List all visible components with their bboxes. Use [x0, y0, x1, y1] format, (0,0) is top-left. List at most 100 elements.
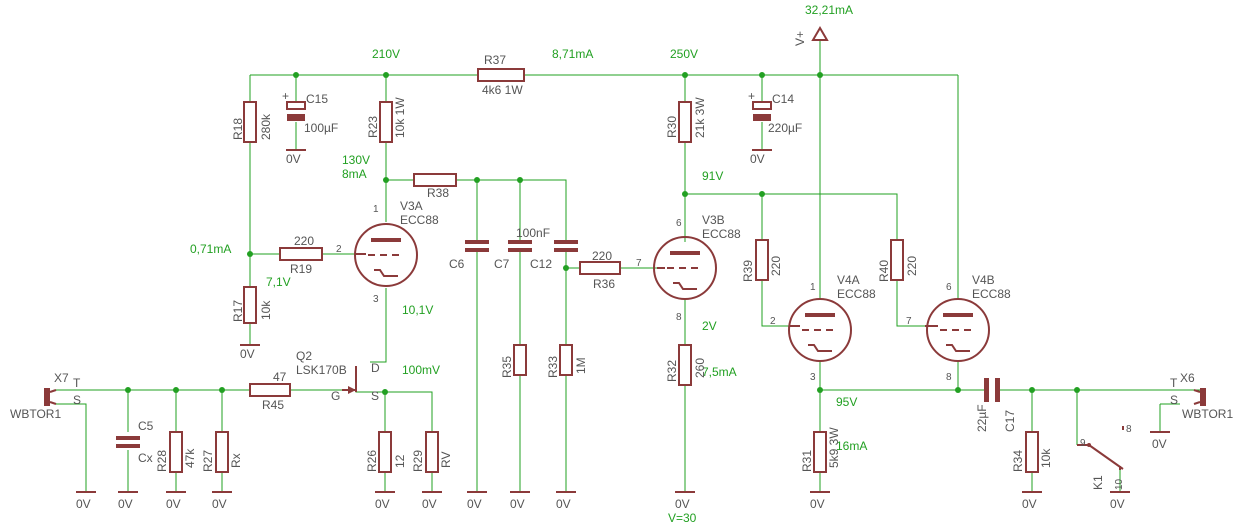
svg-text:C17: C17 — [1003, 410, 1017, 432]
svg-text:220: 220 — [294, 234, 314, 248]
r30-body — [678, 101, 692, 143]
net-100mv: 100mV — [402, 363, 440, 377]
r29-body — [425, 431, 439, 473]
svg-text:R30: R30 — [665, 116, 679, 138]
svg-text:S: S — [73, 393, 81, 407]
svg-text:C12: C12 — [530, 257, 552, 271]
svg-text:47k: 47k — [183, 448, 197, 468]
svg-text:RV: RV — [439, 452, 453, 468]
svg-text:10k: 10k — [1039, 448, 1053, 468]
r19-body — [279, 247, 323, 261]
svg-text:8: 8 — [1126, 424, 1132, 435]
svg-text:22µF: 22µF — [975, 404, 989, 432]
svg-text:0V: 0V — [1152, 437, 1167, 451]
svg-text:+: + — [282, 89, 289, 103]
svg-text:0V: 0V — [467, 497, 482, 511]
svg-text:R33: R33 — [546, 356, 560, 378]
net-3221ma: 32,21mA — [805, 3, 853, 17]
svg-text:8: 8 — [676, 312, 682, 323]
svg-text:Cx: Cx — [138, 451, 153, 465]
tubes — [354, 223, 990, 362]
svg-text:0V: 0V — [166, 497, 181, 511]
svg-text:0V: 0V — [750, 152, 765, 166]
net-250v: 250V — [670, 47, 698, 61]
svg-text:260: 260 — [693, 358, 707, 378]
svg-text:C6: C6 — [449, 257, 465, 271]
svg-text:G: G — [331, 389, 340, 403]
svg-text:V=30: V=30 — [668, 511, 697, 522]
svg-text:R18: R18 — [231, 118, 245, 140]
net-2v: 2V — [702, 319, 717, 333]
svg-text:1: 1 — [373, 204, 379, 215]
svg-text:8: 8 — [946, 372, 952, 383]
r26-body — [378, 431, 392, 473]
svg-text:R39: R39 — [741, 260, 755, 282]
svg-text:R36: R36 — [593, 277, 615, 291]
svg-text:6: 6 — [946, 282, 952, 293]
r18-body — [243, 101, 257, 143]
svg-text:1M: 1M — [574, 357, 588, 374]
svg-text:R45: R45 — [262, 398, 284, 412]
svg-text:47: 47 — [273, 370, 287, 384]
net-210v: 210V — [372, 47, 400, 61]
svg-text:V4B: V4B — [972, 273, 995, 287]
svg-text:2: 2 — [770, 316, 776, 327]
svg-text:100µF: 100µF — [304, 121, 338, 135]
r23-body — [379, 101, 393, 143]
net-91v: 91V — [702, 169, 723, 183]
svg-text:0V: 0V — [212, 497, 227, 511]
svg-text:C15: C15 — [306, 92, 328, 106]
svg-text:R27: R27 — [201, 450, 215, 472]
svg-text:6: 6 — [676, 218, 682, 229]
junctions — [125, 72, 1080, 395]
net-130v: 130V — [342, 153, 370, 167]
svg-text:T: T — [73, 376, 81, 390]
r34-body — [1025, 431, 1039, 473]
v4b-tube — [926, 298, 990, 362]
x7-connector — [44, 388, 50, 406]
svg-text:10: 10 — [1114, 478, 1125, 490]
connectors — [44, 26, 1206, 470]
net-871ma: 8,71mA — [552, 47, 593, 61]
svg-text:R23: R23 — [366, 116, 380, 138]
r27-body — [215, 431, 229, 473]
svg-text:T: T — [1170, 376, 1178, 390]
svg-text:V+: V+ — [793, 31, 807, 46]
net-75ma: 7,5mA — [702, 365, 737, 379]
svg-text:0V: 0V — [510, 497, 525, 511]
svg-text:R35: R35 — [500, 356, 514, 378]
grounds — [76, 149, 1170, 493]
net-101v: 10,1V — [402, 303, 433, 317]
svg-text:280k: 280k — [259, 113, 273, 140]
svg-text:D: D — [371, 361, 380, 375]
r35-body — [513, 344, 527, 376]
svg-text:220: 220 — [592, 249, 612, 263]
svg-text:V4A: V4A — [837, 273, 860, 287]
svg-text:R28: R28 — [155, 450, 169, 472]
r37-body — [477, 68, 525, 82]
svg-text:0V: 0V — [240, 347, 255, 361]
svg-text:5k9 3W: 5k9 3W — [827, 427, 841, 468]
svg-text:R17: R17 — [231, 300, 245, 322]
svg-text:0V: 0V — [375, 497, 390, 511]
svg-text:12: 12 — [393, 454, 407, 468]
svg-text:K1: K1 — [1091, 475, 1105, 490]
svg-text:21k 3W: 21k 3W — [693, 97, 707, 138]
svg-text:9: 9 — [1080, 438, 1086, 449]
capacitors: + + — [116, 89, 1000, 448]
svg-text:220: 220 — [769, 256, 783, 276]
svg-text:0V: 0V — [76, 497, 91, 511]
svg-text:WBTOR1: WBTOR1 — [10, 407, 61, 421]
wires — [60, 40, 1200, 492]
svg-text:ECC88: ECC88 — [702, 227, 741, 241]
r17-body — [243, 286, 257, 324]
svg-text:0V: 0V — [1022, 497, 1037, 511]
svg-text:0V: 0V — [286, 152, 301, 166]
svg-text:R37: R37 — [484, 53, 506, 67]
net-16ma: 16mA — [836, 439, 867, 453]
net-labels: 210V 250V 8,71mA 32,21mA 130V 8mA 0,71mA… — [190, 3, 867, 453]
svg-text:7: 7 — [636, 258, 642, 269]
r33-body — [559, 344, 573, 376]
svg-text:X7: X7 — [54, 371, 69, 385]
